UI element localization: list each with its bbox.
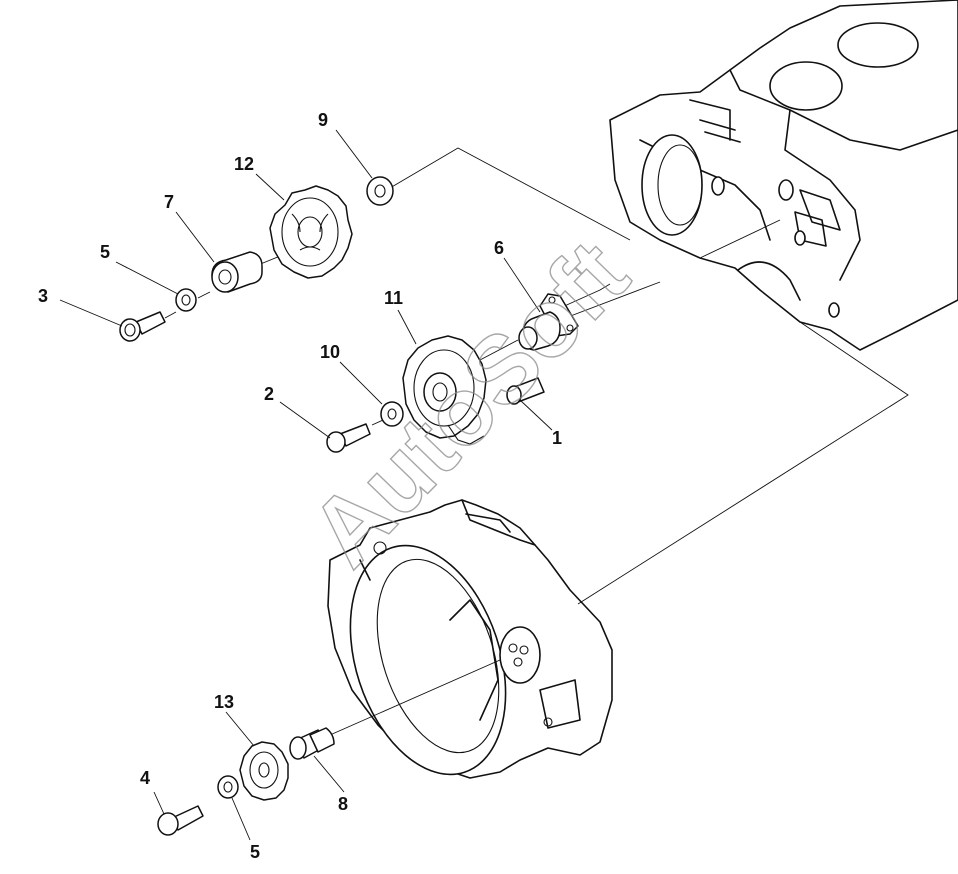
callout-2: 2 <box>264 384 274 404</box>
part-6-stub-shaft <box>518 293 579 351</box>
flywheel-housing <box>327 499 613 779</box>
callout-1: 1 <box>552 428 562 448</box>
part-9-washer <box>366 176 394 206</box>
part-8-stepped-shaft <box>289 727 335 760</box>
callout-leaders <box>59 129 553 841</box>
part-5-washer-upper <box>175 288 197 312</box>
engine-block <box>609 0 958 351</box>
part-13-small-gear <box>239 741 289 801</box>
callout-3: 3 <box>38 286 48 306</box>
callout-9: 9 <box>318 110 328 130</box>
part-2-bolt <box>326 423 371 453</box>
part-1-shaft <box>506 377 545 405</box>
part-4-bolt <box>157 805 204 836</box>
callout-8: 8 <box>338 794 348 814</box>
part-3-bolt <box>119 311 166 342</box>
callout-5-upper: 5 <box>100 242 110 262</box>
callout-13: 13 <box>214 692 234 712</box>
part-11-idler-gear <box>402 335 487 445</box>
part-10-washer <box>380 401 404 427</box>
callout-labels: 9 12 7 5 3 6 11 10 2 1 13 4 8 5 <box>38 110 562 862</box>
part-7-shaft <box>211 251 263 293</box>
part-5-washer-lower <box>217 775 239 799</box>
callout-6: 6 <box>494 238 504 258</box>
callout-11: 11 <box>384 288 403 308</box>
callout-5-lower: 5 <box>250 842 260 862</box>
callout-4: 4 <box>140 768 150 788</box>
callout-7: 7 <box>164 192 174 212</box>
callout-10: 10 <box>320 342 340 362</box>
callout-12: 12 <box>234 154 254 174</box>
part-12-gear <box>269 185 353 279</box>
